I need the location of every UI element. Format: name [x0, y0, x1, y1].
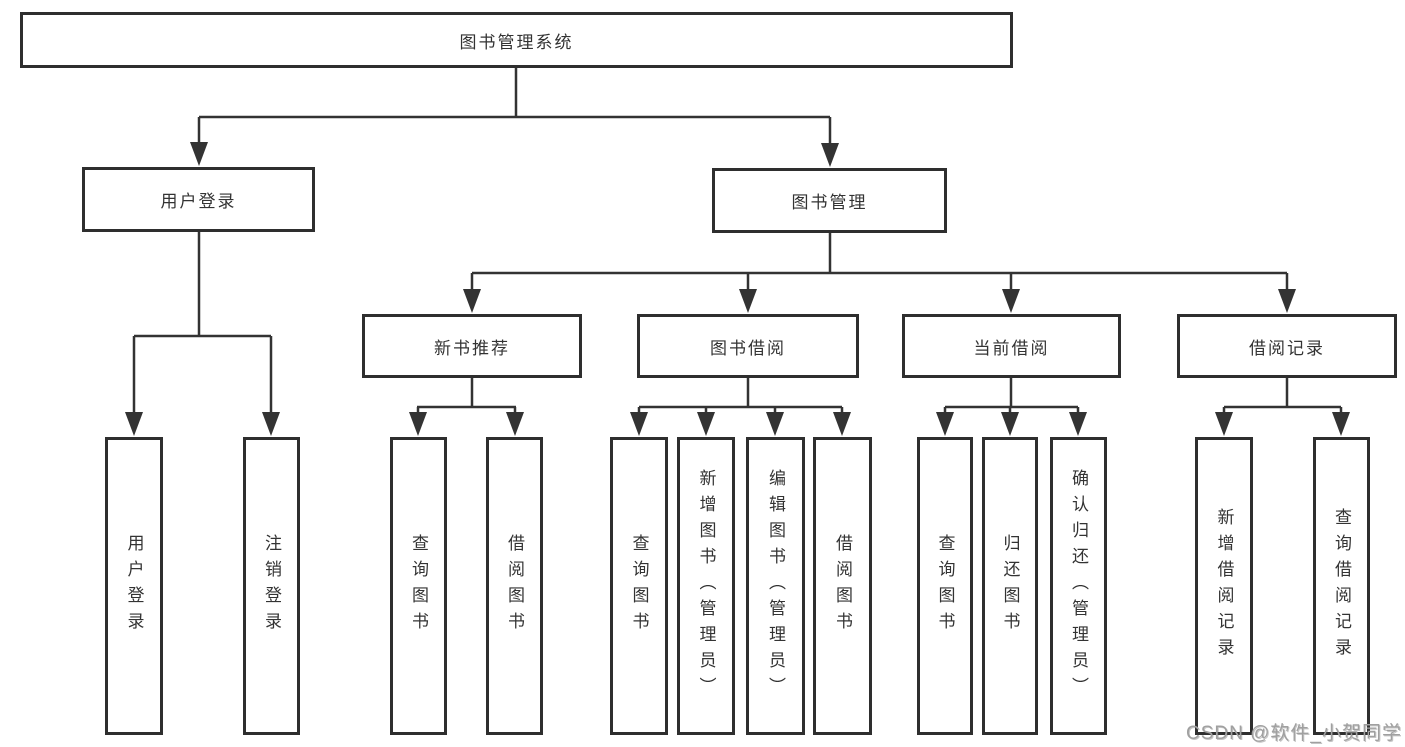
- leaf-query-book-1: 查询图书: [390, 437, 447, 735]
- leaf-add-book: 新增图书（管理员）: [677, 437, 735, 735]
- leaf-edit-book: 编辑图书（管理员）: [746, 437, 805, 735]
- node-new-book-recommend: 新书推荐: [362, 314, 582, 378]
- leaf-borrow-book-2: 借阅图书: [813, 437, 872, 735]
- leaf-user-login: 用户登录: [105, 437, 163, 735]
- leaf-return-book: 归还图书: [982, 437, 1038, 735]
- node-current-borrow: 当前借阅: [902, 314, 1121, 378]
- node-book-borrow: 图书借阅: [637, 314, 859, 378]
- node-borrow-records: 借阅记录: [1177, 314, 1397, 378]
- watermark: CSDN @软件_小贺同学: [1186, 723, 1402, 744]
- leaf-query-book-2: 查询图书: [610, 437, 668, 735]
- node-user-login: 用户登录: [82, 167, 315, 232]
- node-book-management: 图书管理: [712, 168, 947, 233]
- leaf-add-record: 新增借阅记录: [1195, 437, 1253, 735]
- leaf-query-record: 查询借阅记录: [1313, 437, 1370, 735]
- node-root: 图书管理系统: [20, 12, 1013, 68]
- leaf-confirm-return: 确认归还（管理员）: [1050, 437, 1107, 735]
- leaf-borrow-book-1: 借阅图书: [486, 437, 543, 735]
- leaf-query-book-3: 查询图书: [917, 437, 973, 735]
- leaf-logout: 注销登录: [243, 437, 300, 735]
